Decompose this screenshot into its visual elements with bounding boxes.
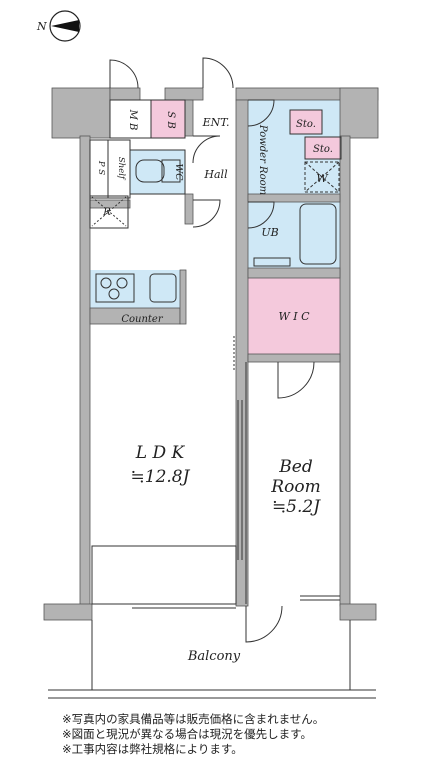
disclaimer-note-1: ※写真内の家具備品等は販売価格に含まれません。 [62, 712, 325, 726]
walk-in-closet-area [248, 278, 340, 354]
sb-label: S B [165, 111, 176, 128]
compass: N [36, 10, 81, 42]
entrance-door [202, 57, 234, 89]
unit-bath-area [248, 202, 340, 268]
mb-door [109, 59, 139, 89]
ldk-size-label: ≒12.8J [131, 467, 191, 487]
storage-areas [151, 100, 341, 354]
wc-door [192, 135, 221, 164]
balcony-door [245, 605, 283, 643]
powder-room-door [247, 99, 275, 127]
powder-room-label: Powder Room [257, 124, 268, 195]
mb-label: M B [127, 109, 138, 131]
shelf-label: Shelf [116, 157, 126, 181]
ldk-name-label: L D K [135, 443, 186, 463]
balcony-label: Balcony [187, 649, 241, 664]
storage-1-label: Sto. [296, 119, 316, 130]
north-arrow-icon [51, 20, 79, 32]
entrance-label: ENT. [202, 116, 230, 129]
doors [109, 57, 315, 643]
room-labels: M B S B ENT. Powder Room Sto. Sto. W P S… [96, 109, 333, 664]
disclaimer-note-3: ※工事内容は弊社規格によります。 [62, 742, 243, 756]
bedroom-door [277, 361, 315, 399]
storage-1-area [290, 110, 322, 134]
compass-north-label: N [36, 20, 47, 33]
bath-door [247, 201, 275, 229]
bedroom-name-line2: Room [270, 477, 320, 497]
storage-2-area [305, 137, 341, 159]
counter-label: Counter [121, 314, 163, 325]
bedroom-name-line1: Bed [278, 457, 313, 477]
interior-lines [48, 99, 376, 699]
disclaimer-note-2: ※図面と現況が異なる場合は現況を優先します。 [62, 727, 312, 741]
hall-door [192, 199, 221, 228]
refrigerator-label: R [102, 207, 111, 218]
wc-label: WC [173, 163, 184, 181]
wic-label: W I C [278, 310, 310, 323]
bedroom-size-label: ≒5.2J [272, 497, 321, 517]
wc-area [130, 150, 185, 194]
walls [43, 87, 379, 621]
hall-label: Hall [203, 168, 228, 181]
washer-label: W [316, 172, 329, 185]
storage-2-label: Sto. [313, 144, 333, 155]
pipe-space-label: P S [96, 160, 106, 175]
shoe-box-area [151, 100, 185, 138]
unit-bath-label: UB [261, 226, 278, 239]
